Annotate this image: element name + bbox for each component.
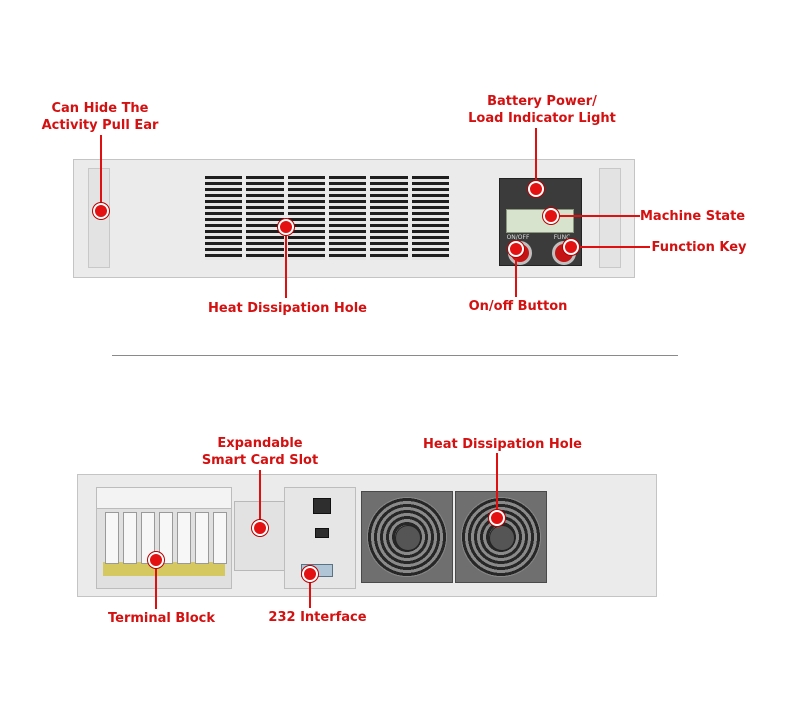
232-interface-marker — [302, 566, 318, 582]
232-interface-leader-line — [309, 578, 311, 608]
right-pull-ear — [599, 168, 621, 268]
front-vent-grille — [205, 176, 449, 260]
terminal-block-leader-line — [155, 562, 157, 609]
view-separator — [112, 355, 678, 356]
terminal-column — [123, 512, 137, 564]
front-heat-hole-label: Heat Dissipation Hole — [208, 301, 367, 316]
terminal-column — [105, 512, 119, 564]
terminal-column — [213, 512, 227, 564]
pull-ear-marker — [93, 203, 109, 219]
battery-indicator-leader-line — [535, 128, 537, 186]
vent-column — [287, 176, 325, 260]
rear-panel — [77, 474, 657, 597]
terminal-column — [159, 512, 173, 564]
front-panel: ON/OFF FUNC — [73, 159, 635, 278]
usb-port — [315, 528, 329, 538]
rear-heat-hole-label: Heat Dissipation Hole — [423, 437, 582, 452]
vent-column — [370, 176, 408, 260]
lcd-display — [506, 209, 574, 233]
vent-column — [205, 176, 243, 260]
pull-ear-label: Can Hide The Activity Pull Ear — [41, 101, 159, 133]
rear-heat-hole-marker — [489, 510, 505, 526]
func-button-label: FUNC — [553, 234, 571, 241]
smart-card-marker — [252, 520, 268, 536]
smart-card-leader-line — [259, 470, 261, 528]
battery-indicator-label: Battery Power/ Load Indicator Light — [468, 94, 616, 126]
on-off-leader-line — [515, 253, 517, 297]
vent-column — [246, 176, 284, 260]
machine-state-label: Machine State — [640, 209, 746, 224]
machine-state-leader-line — [548, 215, 640, 217]
front-heat-hole-leader-line — [285, 230, 287, 298]
terminal-base-strip — [103, 562, 225, 576]
terminal-block-marker — [148, 552, 164, 568]
battery-indicator-marker — [528, 181, 544, 197]
rj45-port — [313, 498, 331, 514]
smart-card-label: Expandable Smart Card Slot — [201, 436, 319, 468]
function-key-marker — [563, 239, 579, 255]
terminal-block-label: Terminal Block — [107, 611, 216, 626]
terminal-block — [96, 487, 232, 589]
vent-column — [411, 176, 449, 260]
fan-hub — [489, 525, 515, 551]
terminal-column — [177, 512, 191, 564]
232-interface-label: 232 Interface — [268, 610, 367, 625]
on-off-marker — [508, 241, 524, 257]
front-heat-hole-marker — [278, 219, 294, 235]
terminal-header-strip — [97, 488, 231, 509]
on-off-label: On/off Button — [468, 299, 568, 314]
vent-column — [328, 176, 367, 260]
cooling-fan — [455, 491, 547, 583]
function-key-label: Function Key — [651, 240, 747, 255]
fan-hub — [395, 525, 421, 551]
comm-panel — [284, 487, 356, 589]
machine-state-marker — [543, 208, 559, 224]
cooling-fan — [361, 491, 453, 583]
function-key-leader-line — [570, 246, 650, 248]
on-off-button-label: ON/OFF — [506, 234, 530, 241]
rear-heat-hole-leader-line — [496, 453, 498, 515]
pull-ear-leader-line — [100, 135, 102, 208]
terminal-column — [195, 512, 209, 564]
